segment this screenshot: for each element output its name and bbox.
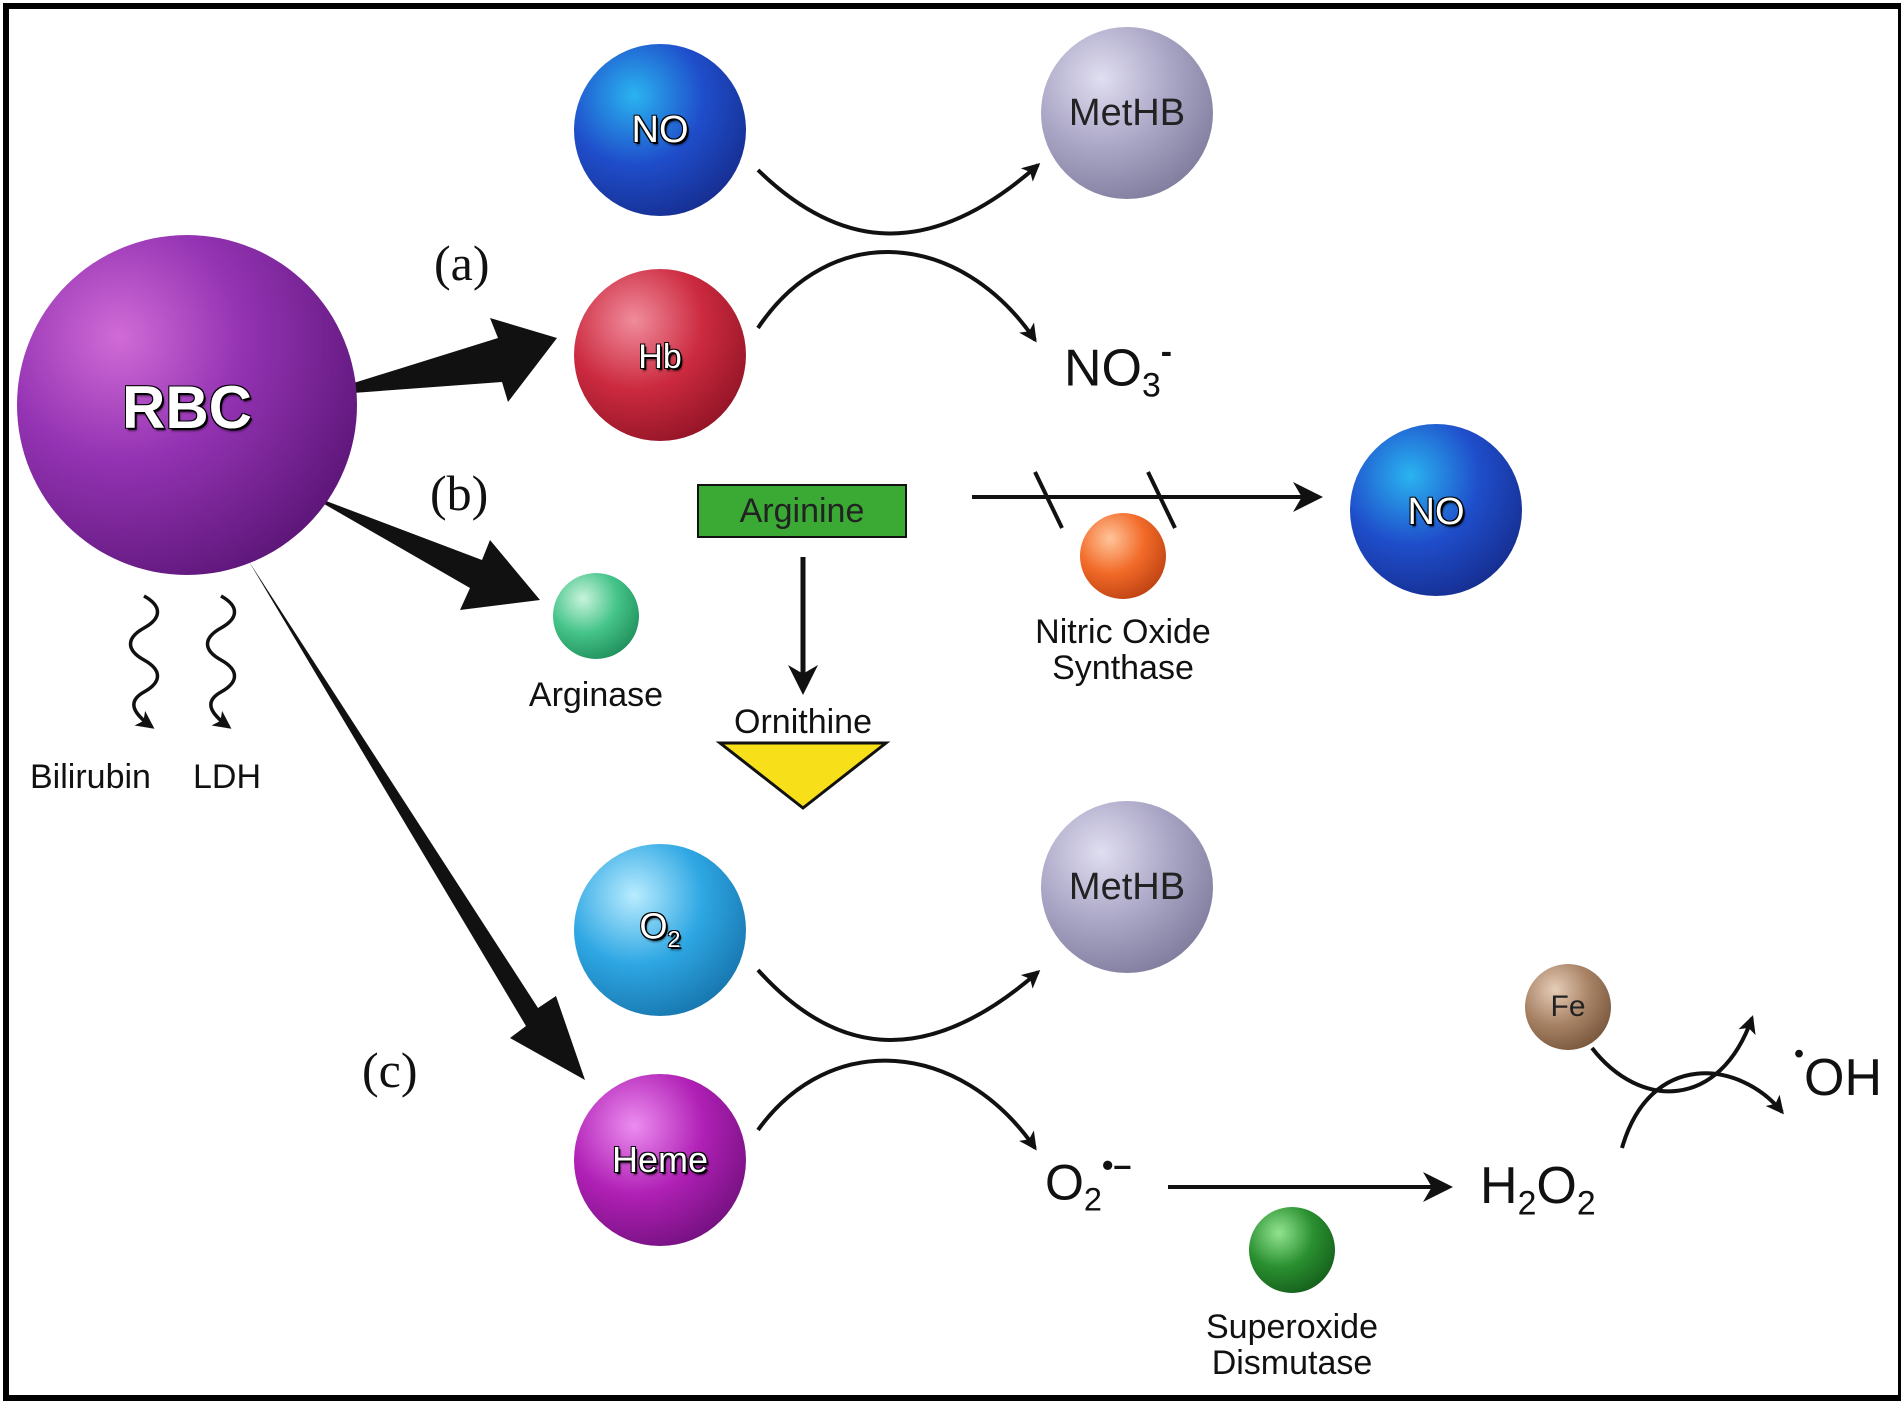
sod-sphere — [1249, 1207, 1335, 1293]
diagram-border — [3, 3, 1901, 1401]
bilirubin-label: Bilirubin — [30, 758, 151, 796]
nos-slash-left — [1033, 471, 1064, 529]
hydroxyl-radical-label: •OH — [1794, 1037, 1883, 1107]
no-right-label: NO — [1407, 491, 1465, 533]
sod-label-line1: Superoxide — [1205, 1308, 1379, 1346]
hb-label: Hb — [638, 338, 682, 376]
sod-label-line2: Dismutase — [1211, 1344, 1373, 1382]
methb-sphere-bottom — [1041, 801, 1213, 973]
o2-to-methb-curve — [756, 968, 1041, 1042]
fe-label: Fe — [1550, 990, 1586, 1023]
no-to-methb-curve — [756, 163, 1041, 236]
rbc-to-arginase-arrow — [305, 493, 540, 610]
methb-sphere-top — [1041, 27, 1213, 199]
hb-to-no3-curve — [756, 250, 1037, 343]
no-top-label: NO — [631, 109, 689, 151]
heme-label: Heme — [611, 1139, 709, 1180]
superoxide-label: O2•– — [1045, 1147, 1132, 1218]
no-sphere-top — [574, 44, 746, 216]
arginase-label: Arginase — [528, 676, 664, 714]
heme-sphere — [574, 1074, 746, 1246]
o2-sphere — [574, 844, 746, 1016]
nos-label-line1: Nitric Oxide — [1035, 613, 1211, 651]
pathway-c-label: (c) — [362, 1042, 418, 1098]
arginine-label: Arginine — [739, 492, 865, 530]
o2-label: O2 — [639, 905, 681, 952]
nitrate-label: NO3- — [1064, 333, 1173, 405]
arginine-box — [697, 484, 907, 538]
arginase-sphere — [553, 573, 639, 659]
methb-bottom-label: MetHB — [1068, 866, 1186, 908]
rbc-label: RBC — [122, 374, 252, 441]
hb-sphere — [574, 269, 746, 441]
no-sphere-right — [1350, 424, 1522, 596]
fe-to-oh-curve — [1590, 1015, 1756, 1094]
pathway-a-label: (a) — [434, 235, 490, 291]
rbc-to-hb-arrow — [312, 318, 557, 402]
h2o2-to-oh-curve — [1620, 1071, 1784, 1149]
rbc-sphere — [17, 235, 357, 575]
fe-sphere — [1525, 964, 1611, 1050]
pathway-b-label: (b) — [430, 465, 489, 521]
bilirubin-wavy-arrow — [128, 594, 160, 729]
ornithine-label: Ornithine — [734, 703, 872, 741]
ornithine-triangle — [715, 741, 891, 810]
ldh-label: LDH — [193, 758, 262, 796]
methb-top-label: MetHB — [1068, 92, 1186, 134]
nos-sphere — [1080, 513, 1166, 599]
heme-to-superoxide-curve — [756, 1058, 1037, 1151]
hydrogen-peroxide-label: H2O2 — [1480, 1157, 1596, 1223]
rbc-to-heme-arrow — [248, 560, 585, 1080]
nos-slash-right — [1146, 471, 1177, 529]
ldh-wavy-arrow — [205, 594, 237, 729]
nos-label-line2: Synthase — [1052, 649, 1194, 687]
